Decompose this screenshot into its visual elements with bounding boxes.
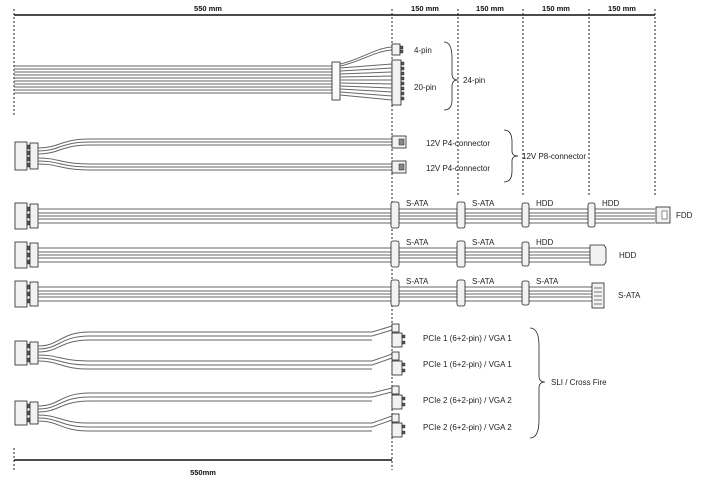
chain2-label-end: HDD [619, 251, 637, 260]
segment-length-1: 150 mm [411, 4, 439, 13]
chain3-label-end: S-ATA [618, 291, 641, 300]
pcie2-a-2pin-clip [391, 385, 400, 395]
pcie2-a-6pin-connector [391, 394, 403, 410]
pcie1-b-6pin-connector [391, 360, 403, 376]
chain1-label-4: HDD [602, 199, 620, 208]
chain3-label-3: S-ATA [536, 277, 559, 286]
pcie1-psu-sleeve [29, 341, 39, 365]
chain1-label-3: HDD [536, 199, 554, 208]
chain1-hdd-connector-2 [587, 202, 596, 228]
p8-brace [503, 129, 519, 183]
p8-psu-plug [14, 141, 28, 171]
chain1-psu-plug [14, 202, 28, 230]
atx-20pin-label: 20-pin [414, 83, 436, 92]
bottom-dimension-bar: 550mm [13, 448, 392, 477]
pcie-cable-1: PCIe 1 (6+2-pin) / VGA 1 PCIe 1 (6+2-pin… [14, 323, 512, 376]
atx-20pin-connector [391, 59, 402, 106]
pcie2-label-b: PCIe 2 (6+2-pin) / VGA 2 [423, 423, 512, 432]
atx-sleeve-clamp [331, 61, 341, 101]
chain3-psu-sleeve [29, 281, 39, 307]
chain1-sata-connector-2 [456, 201, 466, 229]
atx-24pin-cable: 4-pin 20-pin 24-pin [14, 41, 485, 111]
pcie1-a-2pin-clip [391, 323, 400, 333]
p8-label: 12V P8-connector [522, 152, 586, 161]
chain2-sata-connector-1 [390, 240, 400, 268]
chain1-label-fdd: FDD [676, 211, 693, 220]
chain2-hdd-end-connector [589, 244, 607, 266]
chain2-label-1: S-ATA [406, 238, 429, 247]
chain2-label-2: S-ATA [472, 238, 495, 247]
chain1-label-1: S-ATA [406, 199, 429, 208]
pcie2-psu-sleeve [29, 401, 39, 425]
p8-psu-sleeve [29, 142, 39, 170]
top-main-length: 550 mm [194, 4, 222, 13]
atx-24pin-brace [443, 41, 459, 111]
pcie1-b-2pin-clip [391, 351, 400, 361]
chain1-label-2: S-ATA [472, 199, 495, 208]
segment-length-3: 150 mm [542, 4, 570, 13]
pcie2-label-a: PCIe 2 (6+2-pin) / VGA 2 [423, 396, 512, 405]
pcie1-psu-plug [14, 340, 28, 366]
pcie-cable-2: PCIe 2 (6+2-pin) / VGA 2 PCIe 2 (6+2-pin… [14, 385, 512, 438]
chain2-label-3: HDD [536, 238, 554, 247]
atx-fanout-wires [339, 46, 393, 101]
pcie1-label-b: PCIe 1 (6+2-pin) / VGA 1 [423, 360, 512, 369]
pcie2-psu-plug [14, 400, 28, 426]
bottom-main-length: 550mm [190, 468, 216, 477]
chain1-psu-sleeve [29, 203, 39, 229]
atx-wire-bundle [14, 65, 332, 94]
sli-crossfire-label: SLI / Cross Fire [551, 378, 607, 387]
chain2-hdd-connector-1 [521, 241, 530, 267]
atx-24pin-label: 24-pin [463, 76, 485, 85]
segment-length-2: 150 mm [476, 4, 504, 13]
chain3-label-1: S-ATA [406, 277, 429, 286]
atx-4pin-label: 4-pin [414, 46, 432, 55]
peripheral-chain-3: S-ATA S-ATA S-ATA S-ATA [14, 277, 641, 309]
chain2-psu-sleeve [29, 242, 39, 268]
pcie1-a-6pin-connector [391, 332, 403, 348]
chain3-sata-connector-3 [521, 280, 530, 306]
chain3-sata-connector-2 [456, 279, 466, 307]
chain2-sata-connector-2 [456, 240, 466, 268]
p8-cable: 12V P4-connector 12V P4-connector 12V P8… [14, 129, 586, 183]
peripheral-chain-2: S-ATA S-ATA HDD HDD [14, 238, 637, 269]
chain3-psu-plug [14, 280, 28, 308]
chain1-sata-connector-1 [390, 201, 400, 229]
segment-length-4: 150 mm [608, 4, 636, 13]
chain2-psu-plug [14, 241, 28, 269]
pcie2-b-2pin-clip [391, 413, 400, 423]
sli-brace [529, 327, 546, 439]
chain1-hdd-connector-1 [521, 202, 530, 228]
p4-label-b: 12V P4-connector [426, 164, 490, 173]
peripheral-chain-1: S-ATA S-ATA HDD HDD FDD [14, 199, 693, 230]
chain3-sata-end-connector [591, 282, 605, 309]
pcie2-b-6pin-connector [391, 422, 403, 438]
chain3-sata-connector-1 [390, 279, 400, 307]
pcie1-label-a: PCIe 1 (6+2-pin) / VGA 1 [423, 334, 512, 343]
top-dimension-bar: 550 mm 150 mm 150 mm 150 mm 150 mm [14, 4, 655, 16]
atx-4pin-connector [391, 43, 401, 56]
p4-label-a: 12V P4-connector [426, 139, 490, 148]
chain3-label-2: S-ATA [472, 277, 495, 286]
